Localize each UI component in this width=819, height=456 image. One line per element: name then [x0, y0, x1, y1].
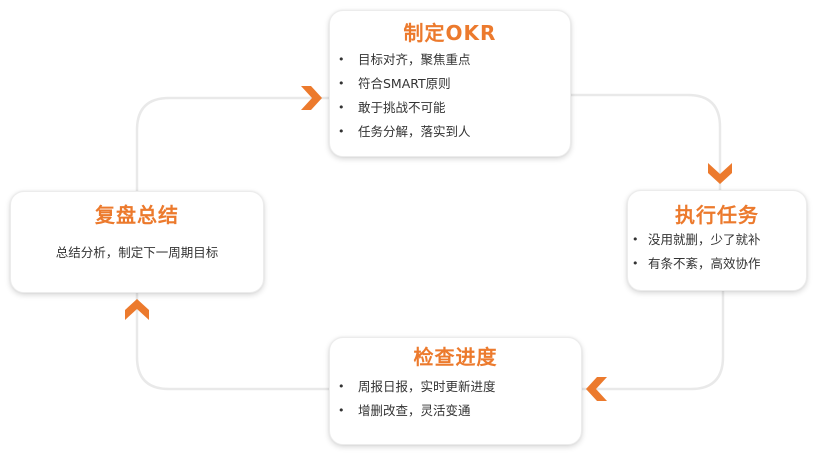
list-item-text: 有条不紊，高效协作	[648, 256, 761, 271]
chevron-right-icon	[301, 86, 322, 110]
stage-card-check: 检查进度 • 周报日报，实时更新进度 • 增删改查，灵活变通	[329, 337, 582, 445]
bullet-icon: •	[632, 233, 639, 246]
list-item-text: 周报日报，实时更新进度	[358, 379, 496, 394]
bullet-icon: •	[338, 77, 345, 90]
list-item: • 有条不紊，高效协作	[628, 252, 806, 276]
list-item-text: 增删改查，灵活变通	[358, 403, 471, 418]
list-item: • 任务分解，落实到人	[330, 120, 570, 144]
stage-title: 复盘总结	[95, 203, 179, 227]
connector-okr-to-execute	[571, 93, 722, 190]
stage-card-okr: 制定OKR • 目标对齐，聚焦重点 • 符合SMART原则 • 敢于挑战不可能 • 任务…	[329, 10, 571, 157]
list-item-text: 没用就删，少了就补	[648, 232, 761, 247]
chevron-left-icon	[586, 377, 607, 401]
stage-description: 总结分析，制定下一周期目标	[55, 245, 219, 260]
list-item-text: 任务分解，落实到人	[358, 124, 471, 139]
list-item-text: 目标对齐，聚焦重点	[358, 52, 471, 67]
list-item: • 目标对齐，聚焦重点	[330, 48, 570, 72]
bullet-icon: •	[338, 53, 345, 66]
stage-title: 制定OKR	[403, 21, 497, 45]
list-item: • 周报日报，实时更新进度	[330, 375, 581, 399]
list-item-text: 符合SMART原则	[358, 76, 451, 91]
stage-item-list: • 没用就删，少了就补 • 有条不紊，高效协作	[628, 228, 806, 276]
connector-execute-to-check	[582, 291, 725, 391]
bullet-icon: •	[338, 101, 345, 114]
list-item: • 符合SMART原则	[330, 72, 570, 96]
connector-review-to-okr	[135, 96, 329, 191]
stage-card-execute: 执行任务 • 没用就删，少了就补 • 有条不紊，高效协作	[627, 190, 807, 291]
list-item: • 增删改查，灵活变通	[330, 399, 581, 423]
list-item-text: 敢于挑战不可能	[358, 100, 446, 115]
stage-title: 执行任务	[675, 203, 759, 227]
bullet-icon: •	[632, 257, 639, 270]
connector-check-to-review	[135, 293, 329, 391]
bullet-icon: •	[338, 125, 345, 138]
list-item: • 没用就删，少了就补	[628, 228, 806, 252]
stage-title: 检查进度	[413, 345, 498, 369]
list-item: • 敢于挑战不可能	[330, 96, 570, 120]
stage-item-list: • 周报日报，实时更新进度 • 增删改查，灵活变通	[330, 375, 581, 423]
stage-card-review: 复盘总结 总结分析，制定下一周期目标	[10, 191, 264, 293]
bullet-icon: •	[338, 380, 345, 393]
stage-item-list: • 目标对齐，聚焦重点 • 符合SMART原则 • 敢于挑战不可能 • 任务分解，落实到…	[330, 48, 570, 144]
chevron-down-icon	[708, 163, 732, 184]
bullet-icon: •	[338, 404, 345, 417]
chevron-up-icon	[125, 299, 149, 320]
